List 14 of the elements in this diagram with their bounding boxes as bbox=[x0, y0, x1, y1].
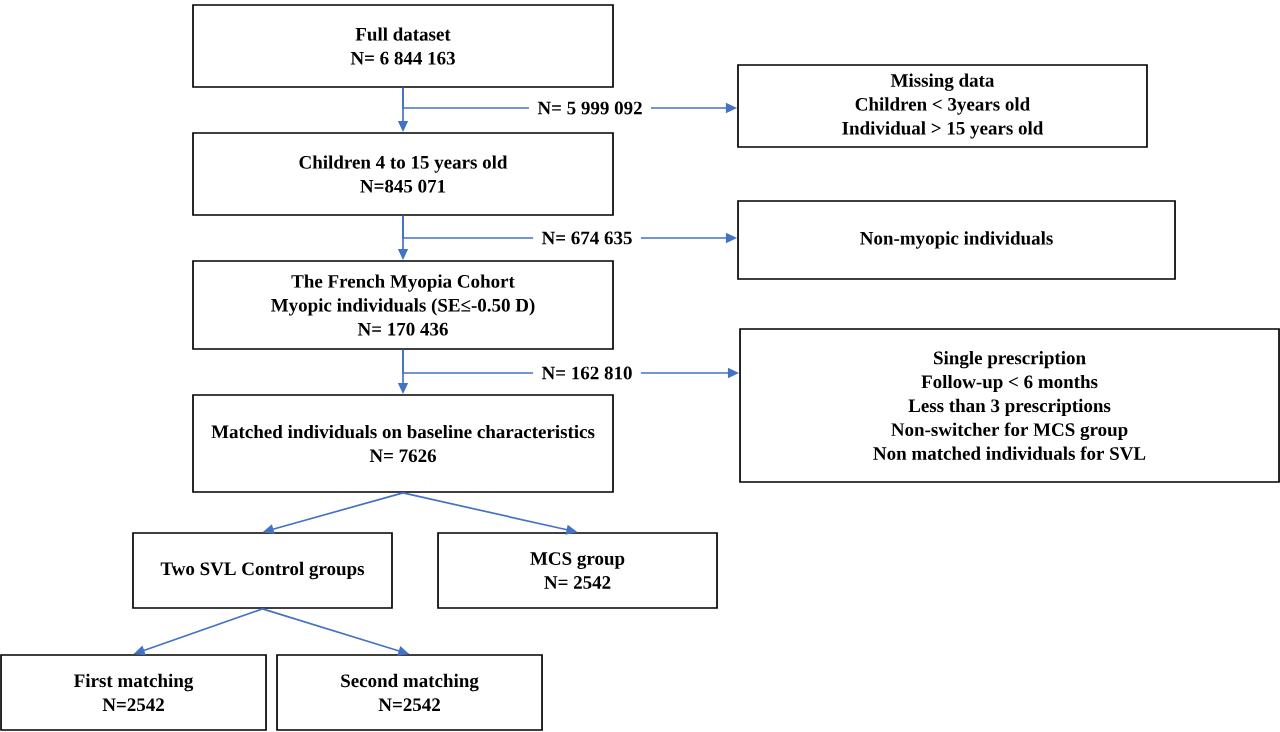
edge-label: N= 5 999 092 bbox=[529, 93, 652, 123]
process-box: Single prescription Follow-up < 6 months Less than 3 prescriptions Non-switcher for MCS group Non matched individuals for SVL bbox=[739, 328, 1280, 483]
process-box: Second matching N=2542 bbox=[276, 654, 543, 731]
edge-label: N= 162 810 bbox=[533, 358, 641, 388]
process-box: MCS group N= 2542 bbox=[437, 532, 718, 609]
process-box: Two SVL Control groups bbox=[132, 532, 393, 609]
process-box: Children 4 to 15 years old N=845 071 bbox=[192, 132, 614, 216]
process-box: First matching N=2542 bbox=[0, 654, 267, 731]
process-box: Missing data Children < 3years old Individual > 15 years old bbox=[737, 64, 1148, 148]
process-box: Matched individuals on baseline characteristics N= 7626 bbox=[192, 394, 614, 493]
process-box: Full dataset N= 6 844 163 bbox=[192, 4, 614, 88]
process-box: The French Myopia Cohort Myopic individuals (SE≤-0.50 D) N= 170 436 bbox=[192, 260, 614, 350]
process-box: Non-myopic individuals bbox=[737, 200, 1176, 280]
edge-label: N= 674 635 bbox=[533, 223, 641, 253]
